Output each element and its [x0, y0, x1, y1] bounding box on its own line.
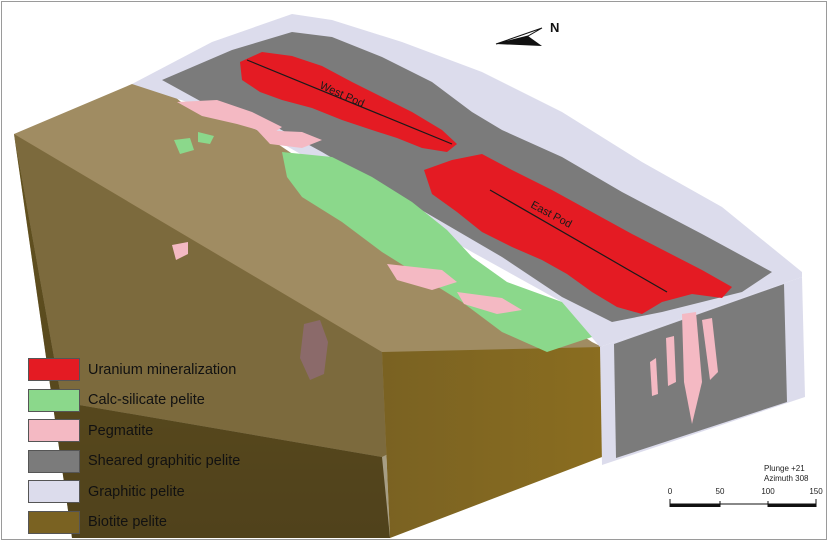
pegmatite-side-vein: [650, 358, 658, 396]
plunge-text: Plunge +21: [764, 464, 805, 473]
legend-label: Sheared graphitic pelite: [88, 453, 241, 470]
front-face-main: [14, 134, 390, 538]
legend-item-biotite: Biotite pelite: [28, 510, 268, 534]
north-label: N: [550, 20, 559, 35]
pegmatite-front-face-body: [300, 320, 328, 380]
east-pod-axis-line: [489, 189, 668, 293]
calc-silicate-pelite-body: [282, 152, 592, 352]
legend-swatch-biotite: [28, 510, 80, 534]
scale-tick-label: 0: [667, 487, 673, 496]
scale-bar-graphic: [669, 499, 817, 507]
north-arrow-icon: N: [495, 20, 559, 46]
pegmatite-side-vein: [682, 312, 702, 424]
scale-bar: 0 50 100 150: [666, 487, 824, 517]
legend-item-sheared-graphitic: Sheared graphitic pelite: [28, 449, 268, 473]
pegmatite-body: [177, 100, 282, 134]
scale-tick-label: 150: [809, 487, 823, 496]
legend-label: Calc-silicate pelite: [88, 392, 205, 409]
uranium-east-pod: [424, 154, 732, 314]
pegmatite-body: [257, 130, 322, 148]
legend-swatch-pegmatite: [28, 419, 80, 443]
pegmatite-side-vein: [702, 318, 718, 380]
legend-item-graphitic: Graphitic pelite: [28, 480, 268, 504]
scale-tick-label: 50: [715, 487, 725, 496]
pegmatite-body: [172, 242, 188, 260]
legend-label: Graphitic pelite: [88, 483, 185, 500]
legend-item-pegmatite: Pegmatite: [28, 419, 268, 443]
legend-swatch-calc-silicate: [28, 388, 80, 412]
scale-tick-label: 100: [761, 487, 775, 496]
pegmatite-side-vein: [666, 336, 676, 386]
west-pod-axis-line: [246, 59, 453, 145]
calc-silicate-patch: [198, 132, 214, 144]
pegmatite-body: [457, 292, 522, 314]
side-face-biotite: [382, 347, 602, 538]
legend-label: Biotite pelite: [88, 514, 167, 531]
azimuth-text: Azimuth 308: [764, 474, 809, 483]
legend-item-uranium: Uranium mineralization: [28, 358, 268, 381]
legend-swatch-uranium: [28, 358, 80, 381]
north-arrow: N: [492, 16, 572, 56]
legend-swatch-sheared-graphitic: [28, 449, 80, 473]
legend-item-calc-silicate: Calc-silicate pelite: [28, 388, 268, 412]
calc-silicate-patch: [174, 138, 194, 154]
legend-label: Uranium mineralization: [88, 361, 237, 378]
view-info: Plunge +21 Azimuth 308: [764, 464, 808, 484]
legend: Uranium mineralization Calc-silicate pel…: [28, 358, 268, 539]
pegmatite-body: [387, 264, 457, 290]
legend-swatch-graphitic: [28, 480, 80, 504]
legend-label: Pegmatite: [88, 422, 154, 439]
